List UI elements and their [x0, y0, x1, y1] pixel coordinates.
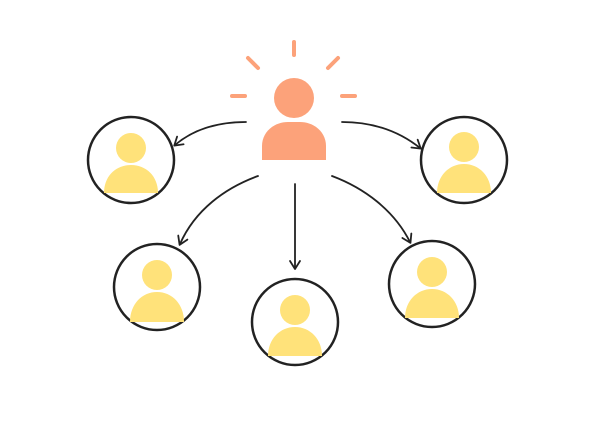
connector-upper-left	[173, 121, 247, 147]
sunburst-rays-icon	[230, 40, 357, 98]
person-icon	[437, 132, 491, 193]
connector-upper-right	[341, 121, 422, 150]
connector-lower-left	[177, 175, 259, 246]
person-icon	[405, 257, 459, 318]
node-lower-right	[387, 239, 477, 329]
node-bottom-center	[250, 277, 340, 367]
node-upper-right	[419, 115, 509, 205]
connectors	[173, 121, 422, 270]
person-icon	[268, 295, 322, 356]
person-icon	[104, 133, 158, 193]
person-icon	[130, 260, 184, 322]
connector-lower-right	[331, 175, 413, 244]
node-upper-left	[86, 115, 176, 205]
node-lower-left	[112, 242, 202, 332]
hub-person-icon	[262, 78, 326, 160]
